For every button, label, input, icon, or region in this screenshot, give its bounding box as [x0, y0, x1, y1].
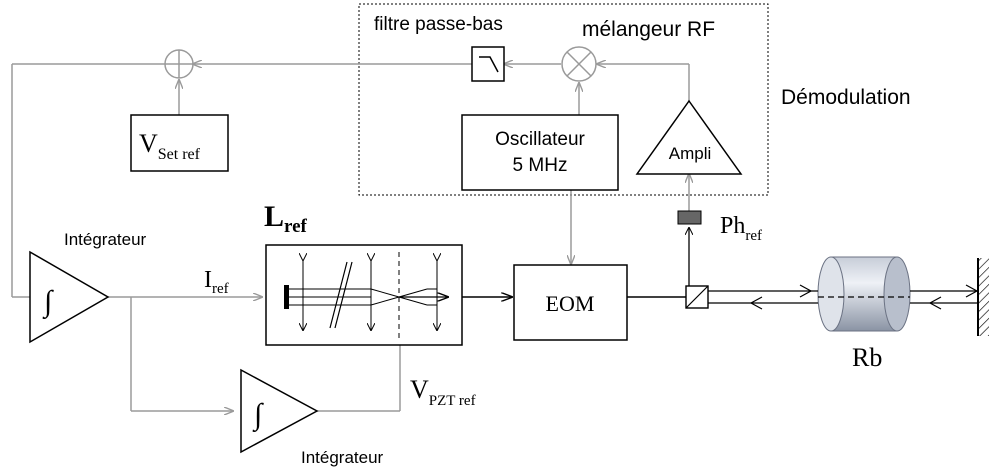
ph-label: Phref	[720, 213, 762, 244]
eom-box	[513, 264, 628, 341]
eom-label: EOM	[546, 291, 595, 316]
vset-label: VSet ref	[139, 129, 201, 163]
demodulation-label: Démodulation	[781, 86, 911, 109]
filtre-label: filtre passe-bas	[374, 14, 503, 35]
circle-cross-icon	[561, 46, 597, 82]
demodulation-box	[358, 3, 769, 196]
oscillateur-label-line1: Oscillateur	[495, 129, 585, 150]
melangeur-label: mélangeur RF	[582, 18, 715, 41]
ampli-label: Ampli	[669, 144, 712, 163]
lref-label: Lref	[264, 200, 308, 237]
vset-box	[130, 114, 229, 172]
integral-symbol-top: ∫	[42, 285, 54, 320]
oscillateur-box	[461, 114, 619, 191]
vpzt-label: VPZT ref	[410, 375, 476, 409]
iref-label: Iref	[204, 267, 229, 297]
photodiode	[677, 210, 702, 225]
integrateur-bottom-label: Intégrateur	[301, 448, 384, 467]
integrateur-top-label: Intégrateur	[64, 230, 147, 249]
lref-cavity	[265, 244, 463, 346]
oscillateur-label-line2: 5 MHz	[513, 155, 568, 176]
triangle-integral-icon-lower	[240, 368, 319, 454]
beam-to-mirror	[708, 284, 979, 310]
circle-plus-icon	[164, 49, 194, 79]
hatched-mirror-icon	[977, 258, 989, 336]
signal-lines	[11, 64, 689, 411]
rb-label: Rb	[852, 343, 882, 372]
triangle-icon	[635, 99, 743, 175]
triangle-integral-icon	[29, 250, 110, 344]
lowpass-icon	[471, 46, 505, 82]
rb-cell	[817, 256, 911, 332]
cube-splitter-icon	[685, 285, 709, 309]
integral-symbol-bottom: ∫	[252, 398, 264, 433]
